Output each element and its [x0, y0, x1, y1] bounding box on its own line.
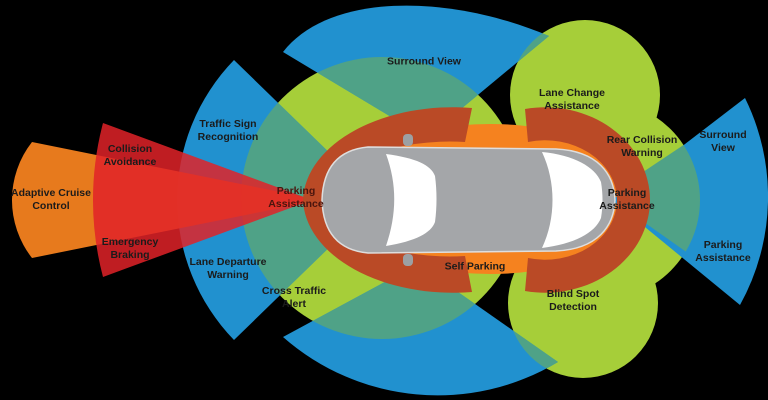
car-top-view — [321, 134, 616, 266]
windshield — [386, 154, 437, 246]
bottom-fan-green-overlap — [283, 264, 558, 396]
rear-collision-cone — [607, 128, 731, 268]
top-fan-green-overlap — [283, 5, 549, 138]
rear-parking-arc — [525, 107, 650, 293]
right-mirror — [403, 254, 413, 266]
left-mirror — [403, 134, 413, 146]
collision-avoidance-cone — [92, 123, 312, 277]
rear-window — [542, 152, 603, 248]
